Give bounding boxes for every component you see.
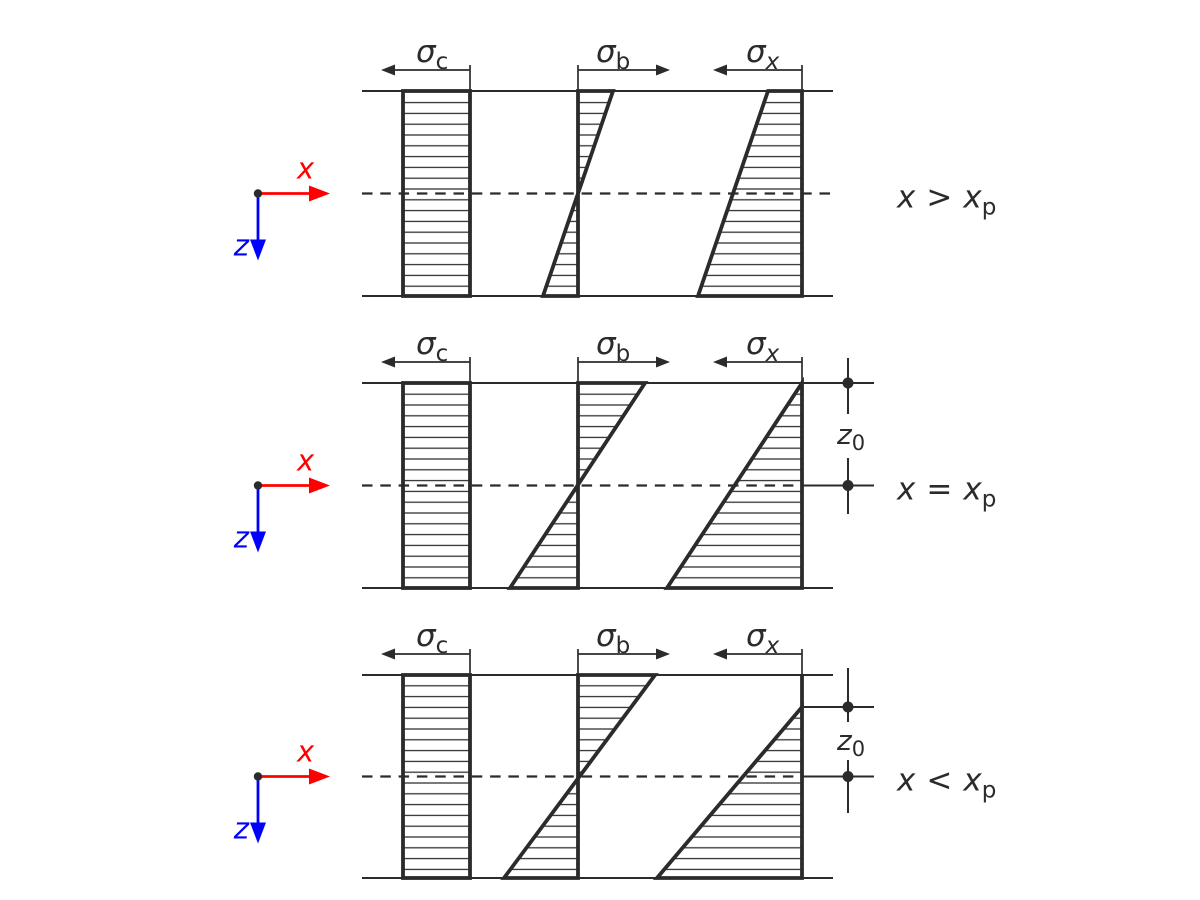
dimension-dot-center bbox=[842, 771, 854, 782]
z0-dimension: z0 bbox=[836, 668, 865, 813]
arrowhead-left-icon bbox=[713, 64, 727, 76]
arrowhead-right-icon bbox=[656, 648, 670, 660]
sigma-b-diagram bbox=[506, 381, 649, 590]
coordinate-axes: x z bbox=[233, 735, 330, 846]
sigma-c-dimension-arrow bbox=[381, 356, 471, 383]
coordinate-axes: x z bbox=[233, 444, 330, 555]
panel-x-greater-xp: σc σb σx x z x>xp bbox=[233, 34, 996, 298]
coordinate-axes: x z bbox=[233, 152, 330, 263]
sigma-x-label: σx bbox=[746, 326, 780, 367]
x-axis-arrowhead-icon bbox=[309, 768, 330, 785]
arrowhead-left-icon bbox=[381, 356, 395, 368]
sigma-x-dimension-arrow bbox=[713, 648, 803, 675]
origin-dot bbox=[253, 772, 263, 781]
x-axis-label: x bbox=[296, 152, 315, 186]
origin-dot bbox=[253, 189, 263, 198]
z-axis-arrowhead-icon bbox=[250, 239, 266, 261]
arrowhead-left-icon bbox=[381, 64, 395, 76]
sigma-x-dimension-arrow bbox=[713, 64, 803, 91]
condition-label-x-less-xp: x<xp bbox=[896, 763, 996, 804]
arrowhead-left-icon bbox=[381, 648, 395, 660]
z-axis-arrowhead-icon bbox=[250, 822, 266, 844]
sigma-c-label: σc bbox=[416, 326, 448, 367]
x-axis-arrowhead-icon bbox=[309, 477, 330, 494]
z-axis-label: z bbox=[233, 521, 250, 555]
sigma-b-label: σb bbox=[596, 34, 630, 75]
x-axis-arrowhead-icon bbox=[309, 185, 330, 202]
dimension-dot-center bbox=[842, 480, 854, 491]
sigma-b-label: σb bbox=[596, 618, 630, 659]
x-axis-label: x bbox=[296, 735, 315, 769]
sigma-b-label: σb bbox=[596, 326, 630, 367]
sigma-b-diagram bbox=[500, 673, 659, 880]
x-axis-label: x bbox=[296, 444, 315, 478]
panel-x-less-xp: σc σb σx z0 x z x<xp bbox=[233, 618, 996, 880]
sigma-c-dimension-arrow bbox=[381, 648, 471, 675]
sigma-c-label: σc bbox=[416, 618, 448, 659]
sigma-b-diagram bbox=[540, 89, 616, 298]
arrowhead-left-icon bbox=[713, 356, 727, 368]
z0-label: z0 bbox=[836, 418, 865, 455]
z-axis-label: z bbox=[233, 812, 250, 846]
sigma-x-label: σx bbox=[746, 34, 780, 75]
sigma-b-dimension-arrow bbox=[577, 648, 670, 675]
dimension-dot-top bbox=[842, 701, 854, 713]
arrowhead-left-icon bbox=[713, 648, 727, 660]
sigma-x-dimension-arrow bbox=[713, 356, 803, 383]
arrowhead-right-icon bbox=[656, 356, 670, 368]
z-axis-label: z bbox=[233, 229, 250, 263]
sigma-c-dimension-arrow bbox=[381, 64, 471, 91]
origin-dot bbox=[253, 481, 263, 490]
dimension-dot-top bbox=[842, 377, 854, 389]
sigma-b-dimension-arrow bbox=[577, 64, 670, 91]
panel-x-equals-xp: σc σb σx z0 x z x=xp bbox=[233, 326, 996, 590]
z-axis-arrowhead-icon bbox=[250, 531, 266, 553]
arrowhead-right-icon bbox=[656, 64, 670, 76]
sigma-c-label: σc bbox=[416, 34, 448, 75]
sigma-x-diagram bbox=[652, 675, 804, 880]
sigma-b-dimension-arrow bbox=[577, 356, 670, 383]
condition-label-x-greater-xp: x>xp bbox=[896, 180, 996, 221]
z0-label: z0 bbox=[836, 724, 865, 761]
sigma-x-label: σx bbox=[746, 618, 780, 659]
z0-dimension: z0 bbox=[836, 358, 865, 514]
condition-label-x-equals-xp: x=xp bbox=[896, 472, 996, 513]
